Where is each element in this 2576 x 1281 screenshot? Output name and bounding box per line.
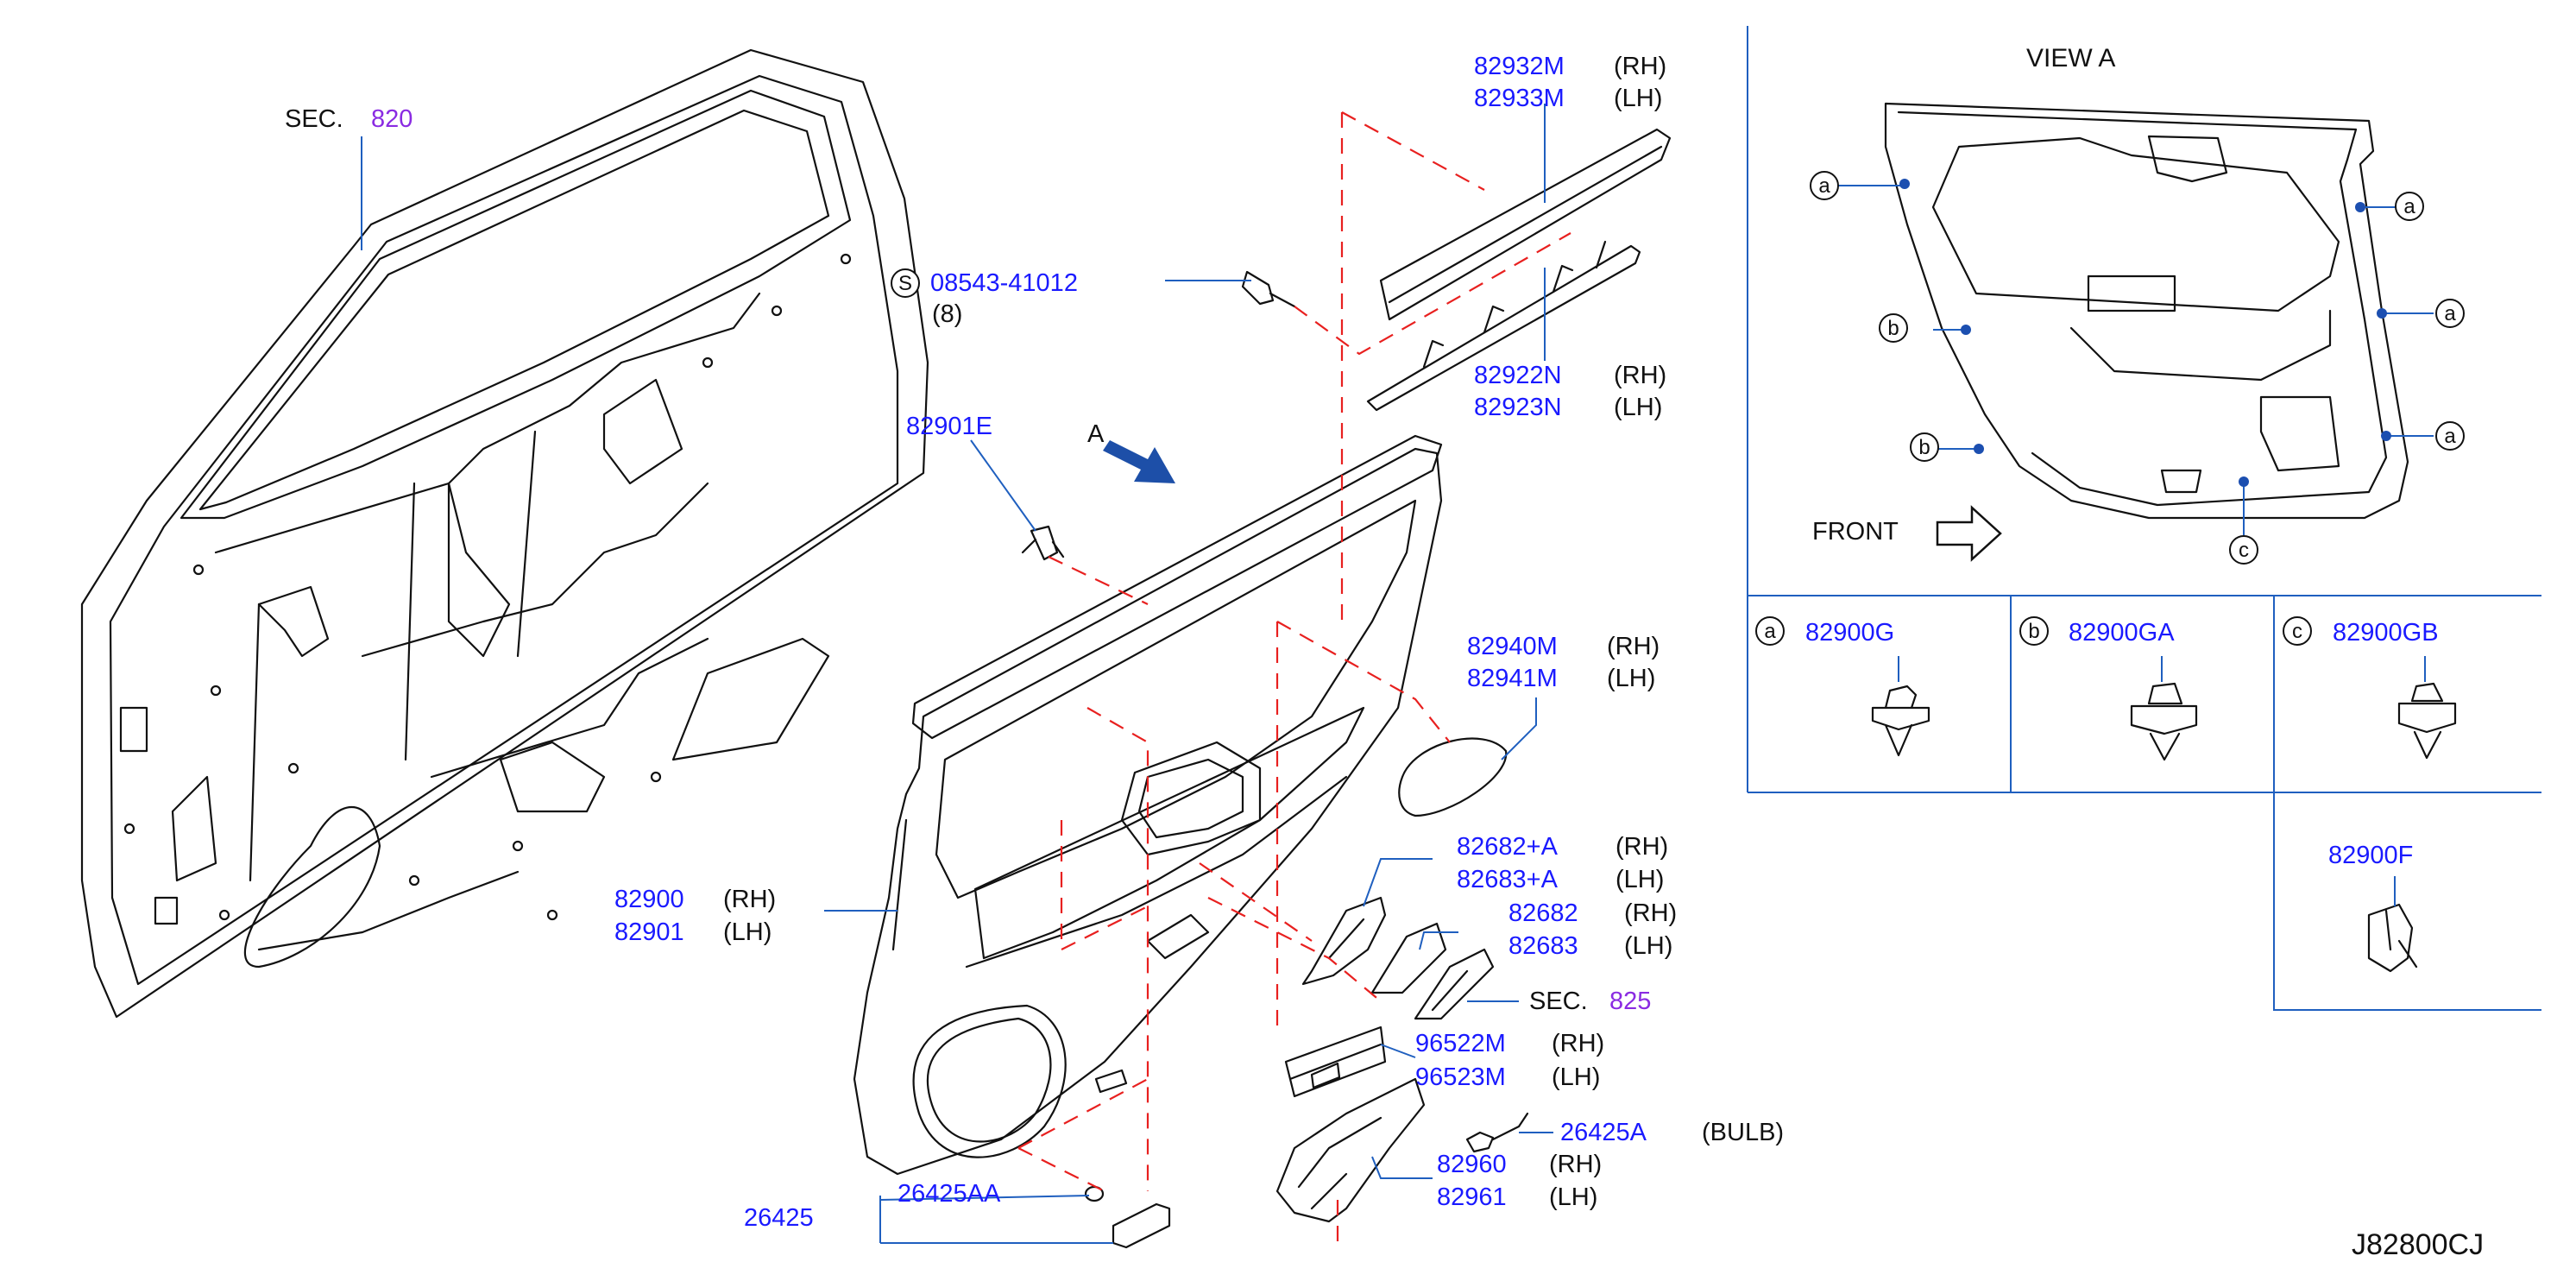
screw-symbol: S — [891, 268, 920, 298]
clip-icon-a — [1871, 685, 1930, 757]
side-lh-82683: (LH) — [1624, 932, 1673, 960]
part-82901[interactable]: 82901 — [614, 918, 684, 946]
lamp-part — [1084, 1185, 1171, 1249]
view-a-title: VIEW A — [2026, 44, 2116, 73]
legend-key-c: c — [2283, 616, 2312, 646]
front-label: FRONT — [1812, 518, 1899, 546]
pull-handle-part — [1275, 1077, 1426, 1223]
side-lh-82901: (LH) — [723, 918, 772, 946]
armrest-pad-part — [1398, 737, 1508, 817]
part-82900f[interactable]: 82900F — [2328, 842, 2414, 869]
handle-cover-part — [1370, 922, 1495, 1020]
part-82901e[interactable]: 82901E — [906, 413, 992, 440]
part-82940m[interactable]: 82940M — [1467, 633, 1558, 660]
side-lh-82961: (LH) — [1549, 1183, 1598, 1211]
part-82923n[interactable]: 82923N — [1474, 394, 1562, 421]
clip-82901e-part — [1021, 525, 1065, 561]
clip-icon-c — [2397, 682, 2457, 760]
side-rh-82932m: (RH) — [1614, 53, 1667, 80]
part-08543-41012[interactable]: 08543-41012 — [930, 269, 1078, 297]
part-82682[interactable]: 82682 — [1508, 899, 1578, 927]
part-82683[interactable]: 82683 — [1508, 932, 1578, 960]
side-rh-82682: (RH) — [1624, 899, 1678, 927]
view-a-trim-drawing — [1884, 102, 2409, 520]
bulb-part — [1465, 1112, 1529, 1153]
drawing-code: J82800CJ — [2352, 1228, 2485, 1261]
part-82932m[interactable]: 82932M — [1474, 53, 1565, 80]
part-82900gb[interactable]: 82900GB — [2333, 619, 2439, 647]
view-a-marker: A — [1087, 420, 1105, 448]
side-lh-82923n: (LH) — [1614, 394, 1663, 421]
side-lh-82941m: (LH) — [1607, 665, 1656, 692]
legend-key-b: b — [2019, 616, 2049, 646]
part-26425a[interactable]: 26425A — [1560, 1119, 1647, 1146]
part-96523m[interactable]: 96523M — [1415, 1063, 1506, 1091]
part-82961[interactable]: 82961 — [1437, 1183, 1507, 1211]
part-82960[interactable]: 82960 — [1437, 1151, 1507, 1178]
part-82922n[interactable]: 82922N — [1474, 362, 1562, 389]
escutcheon-part — [1301, 896, 1387, 986]
marker-a-4: a — [2435, 421, 2465, 451]
side-rh-82682a: (RH) — [1616, 833, 1669, 861]
part-82900g[interactable]: 82900G — [1805, 619, 1895, 647]
part-26425aa[interactable]: 26425AA — [898, 1180, 1001, 1208]
part-82683a[interactable]: 82683+A — [1457, 866, 1558, 893]
sec-825-number[interactable]: 825 — [1609, 988, 1652, 1015]
door-trim-panel-drawing — [853, 434, 1443, 1176]
screw-qty: (8) — [932, 300, 963, 328]
part-82682a[interactable]: 82682+A — [1457, 833, 1558, 861]
part-26425[interactable]: 26425 — [744, 1204, 814, 1232]
side-rh-82960: (RH) — [1549, 1151, 1603, 1178]
side-lh-82933m: (LH) — [1614, 85, 1663, 112]
marker-a-2: a — [2395, 192, 2424, 221]
part-96522m[interactable]: 96522M — [1415, 1030, 1506, 1057]
view-a-arrow — [1103, 440, 1175, 483]
side-rh-82922n: (RH) — [1614, 362, 1667, 389]
bulb-note: (BULB) — [1702, 1119, 1785, 1146]
switch-finisher-part — [1284, 1025, 1387, 1098]
marker-b-1: b — [1879, 313, 1908, 343]
sec-820-prefix: SEC. — [285, 105, 343, 133]
sec-820-number[interactable]: 820 — [371, 105, 413, 133]
screw-part — [1241, 270, 1296, 308]
side-rh-82940m: (RH) — [1607, 633, 1660, 660]
sec-825-prefix: SEC. — [1529, 988, 1588, 1015]
front-arrow — [1936, 505, 2002, 562]
side-lh-82683a: (LH) — [1616, 866, 1665, 893]
lower-finisher-bracket — [1366, 240, 1641, 412]
side-rh-96522m: (RH) — [1552, 1030, 1605, 1057]
part-82900ga[interactable]: 82900GA — [2069, 619, 2175, 647]
clip-icon-f — [2367, 903, 2418, 973]
marker-b-2: b — [1910, 432, 1939, 462]
marker-c-1: c — [2229, 535, 2258, 565]
part-82941m[interactable]: 82941M — [1467, 665, 1558, 692]
legend-key-a: a — [1755, 616, 1785, 646]
part-82933m[interactable]: 82933M — [1474, 85, 1565, 112]
marker-a-1: a — [1810, 171, 1839, 200]
clip-icon-b — [2130, 682, 2198, 761]
part-82900[interactable]: 82900 — [614, 886, 684, 913]
side-rh-82900: (RH) — [723, 886, 777, 913]
side-lh-96523m: (LH) — [1552, 1063, 1601, 1091]
marker-a-3: a — [2435, 299, 2465, 328]
upper-finisher-strip — [1379, 128, 1672, 321]
door-frame-drawing — [80, 48, 929, 1019]
